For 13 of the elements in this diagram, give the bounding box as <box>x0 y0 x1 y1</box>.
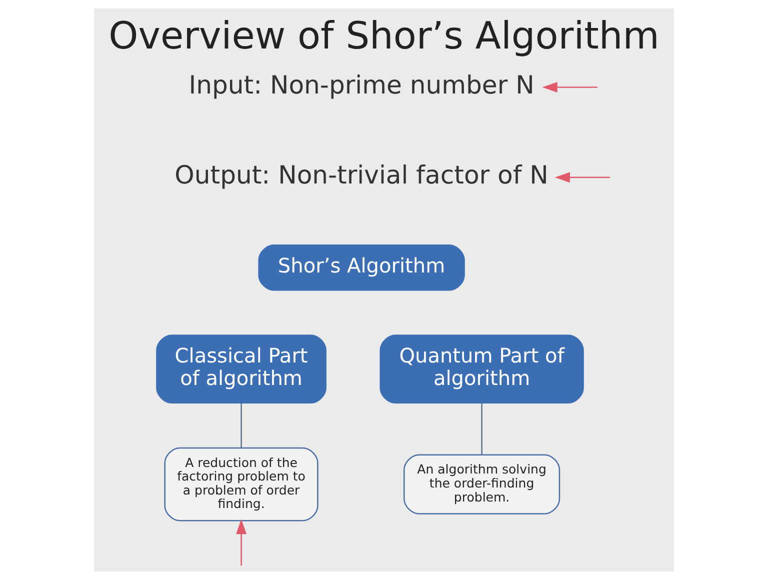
node-box: A reduction of the factoring problem to a problem of order finding. <box>164 447 318 522</box>
arrow <box>542 82 597 92</box>
node-box: An algorithm solving the order-finding problem. <box>403 454 560 514</box>
arrow <box>554 172 610 183</box>
connector <box>480 402 482 455</box>
node-text: Output: Non-trivial factor of N <box>174 160 548 190</box>
connector <box>240 402 242 448</box>
arrow <box>236 519 246 566</box>
node-box: Quantum Part of algorithm <box>379 334 584 404</box>
diagram-title: Overview of Shor’s Algorithm <box>108 13 659 58</box>
node-text: Input: Non-prime number N <box>188 70 534 100</box>
node-box: Classical Part of algorithm <box>156 334 326 404</box>
node-box: Shor’s Algorithm <box>258 244 464 291</box>
